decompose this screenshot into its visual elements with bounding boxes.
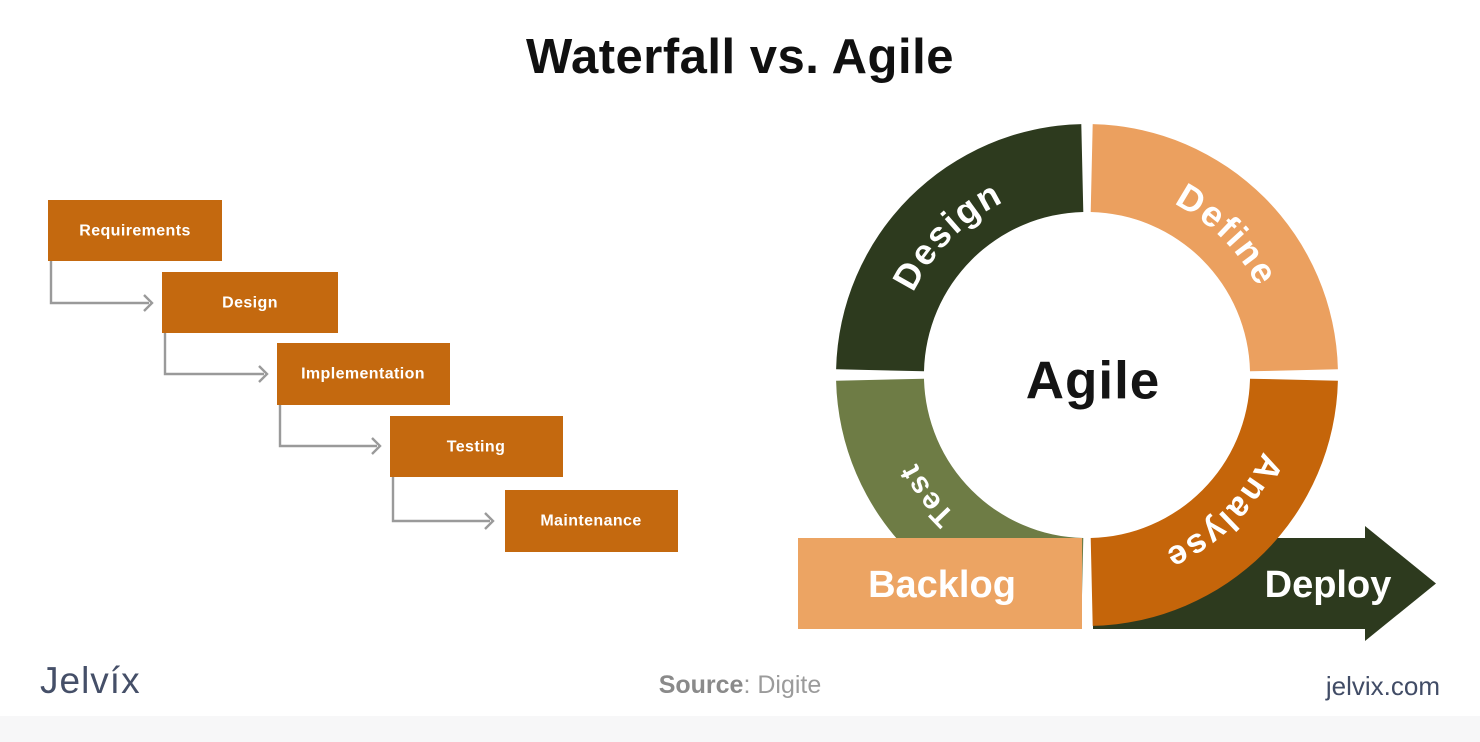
waterfall-box-label: Implementation <box>301 366 425 383</box>
waterfall-box <box>505 490 678 552</box>
backlog-label: Backlog <box>868 564 1016 606</box>
waterfall-step-design: Design <box>162 272 338 333</box>
waterfall-box-label: Testing <box>447 439 506 456</box>
connector-line <box>278 405 377 448</box>
source-credit: Source: Digite <box>0 671 1480 700</box>
waterfall-box-label: Requirements <box>79 223 191 240</box>
bottom-strip <box>0 716 1480 742</box>
connector-line <box>49 261 149 305</box>
waterfall-step-maintenance: Maintenance <box>505 490 678 552</box>
waterfall-box-label: Design <box>222 295 278 312</box>
waterfall-box <box>48 200 222 261</box>
waterfall-step-testing: Testing <box>390 416 563 477</box>
arrow-right-icon <box>484 512 495 530</box>
waterfall-box <box>162 272 338 333</box>
agile-center-label: Agile <box>1026 352 1161 411</box>
waterfall-connectors <box>49 261 495 530</box>
arrow-right-icon <box>258 365 269 383</box>
arrow-right-icon <box>371 437 382 455</box>
waterfall-box <box>390 416 563 477</box>
waterfall-step-requirements: Requirements <box>48 200 222 261</box>
jelvix-logo: Jelvíx <box>40 660 141 701</box>
connector-line <box>391 477 490 523</box>
agile-segment-define <box>1090 124 1338 372</box>
source-label: Source <box>658 671 744 699</box>
connector-line <box>163 333 264 376</box>
source-value: : Digite <box>743 671 822 699</box>
agile-segment-design <box>836 124 1084 372</box>
backlog-bar <box>798 538 1082 629</box>
waterfall-step-implementation: Implementation <box>277 343 450 405</box>
page-title: Waterfall vs. Agile <box>526 30 954 84</box>
waterfall-box <box>277 343 450 405</box>
site-url: jelvix.com <box>1325 671 1440 701</box>
agile-segment-analyse <box>1090 378 1338 626</box>
waterfall-box-label: Maintenance <box>540 513 641 530</box>
arrow-right-icon <box>143 294 154 312</box>
deploy-label: Deploy <box>1265 564 1392 606</box>
